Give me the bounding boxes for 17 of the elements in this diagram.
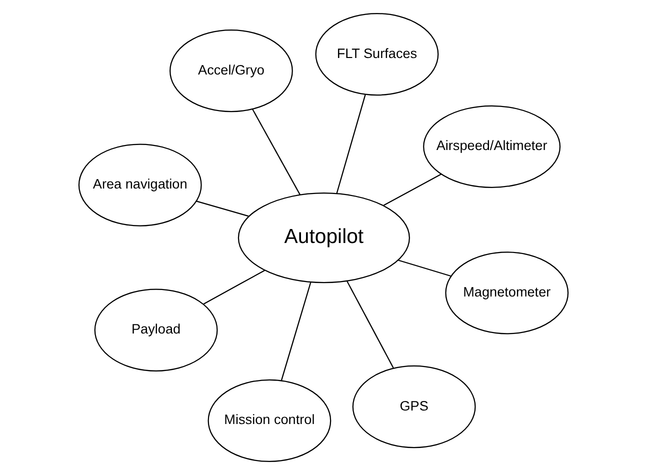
connector xyxy=(398,259,451,276)
node-ellipse: Mission control xyxy=(207,378,331,462)
connector xyxy=(336,94,366,194)
connector xyxy=(280,281,311,380)
connector xyxy=(196,200,248,216)
node-ellipse: Area navigation xyxy=(78,143,202,226)
node-ellipse: GPS xyxy=(352,364,476,448)
connector xyxy=(346,280,394,368)
node-ellipse: Airspeed/Altimeter xyxy=(422,104,560,188)
connector xyxy=(382,173,441,206)
node-ellipse: Magnetometer xyxy=(444,251,568,334)
node-ellipse: Autopilot xyxy=(237,192,410,283)
connector xyxy=(252,108,300,195)
connector xyxy=(202,269,265,304)
node-ellipse: FLT Surfaces xyxy=(314,12,438,96)
node-ellipse: Payload xyxy=(94,288,218,371)
node-ellipse: Accel/Gryo xyxy=(169,29,292,112)
